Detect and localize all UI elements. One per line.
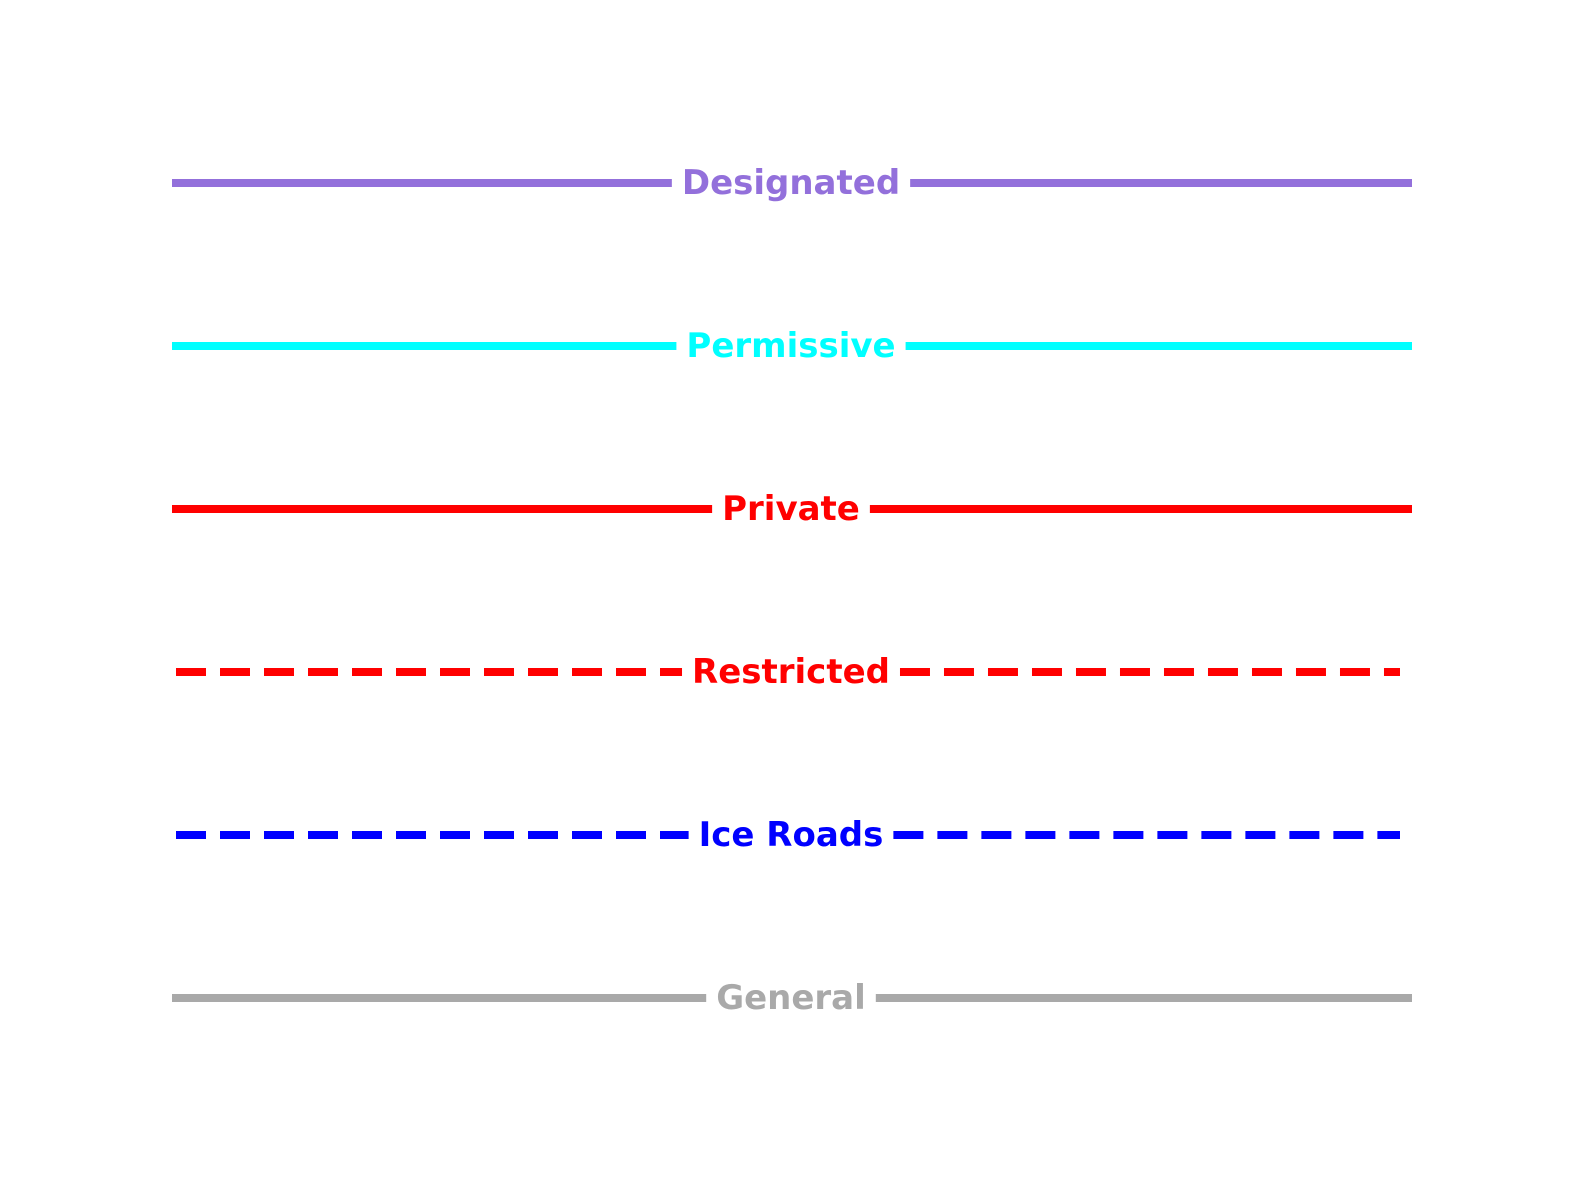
legend-row-general: General bbox=[172, 978, 1412, 1018]
legend-row-permissive: Permissive bbox=[172, 326, 1412, 366]
general-label: General bbox=[716, 978, 866, 1018]
designated-label: Designated bbox=[682, 163, 900, 203]
private-label: Private bbox=[722, 489, 860, 529]
restricted-label: Restricted bbox=[692, 652, 890, 692]
legend-row-designated: Designated bbox=[172, 163, 1412, 203]
ice-roads-label: Ice Roads bbox=[699, 815, 884, 855]
legend-row-restricted: Restricted bbox=[176, 652, 1400, 692]
permissive-label: Permissive bbox=[686, 326, 895, 366]
legend-row-ice-roads: Ice Roads bbox=[176, 815, 1400, 855]
legend-row-private: Private bbox=[172, 489, 1412, 529]
